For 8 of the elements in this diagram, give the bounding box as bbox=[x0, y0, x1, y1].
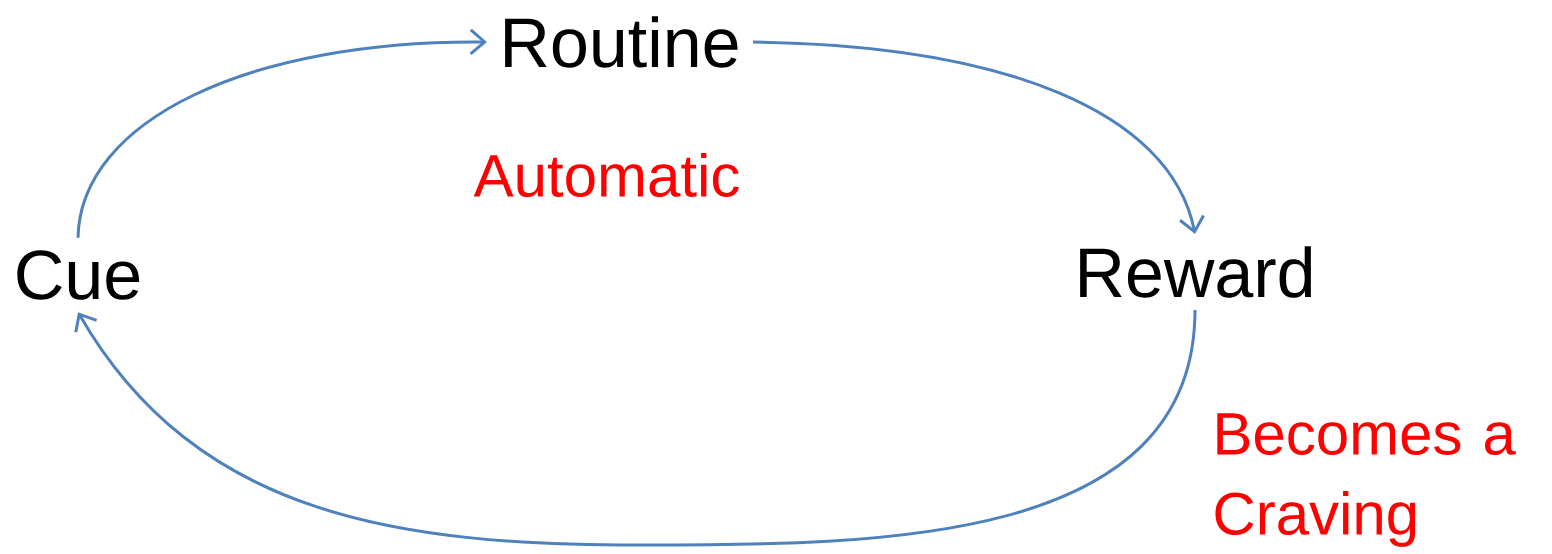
node-label: Cue bbox=[17, 250, 140, 300]
node-label: Reward bbox=[1080, 246, 1312, 298]
arrow bbox=[76, 28, 487, 239]
arrow bbox=[753, 40, 1205, 234]
node-label: Routine bbox=[505, 16, 738, 68]
annotation-text: Becomes a Craving bbox=[1215, 413, 1516, 547]
annotation-text: Automatic bbox=[473, 153, 739, 198]
arrow bbox=[74, 309, 1197, 547]
